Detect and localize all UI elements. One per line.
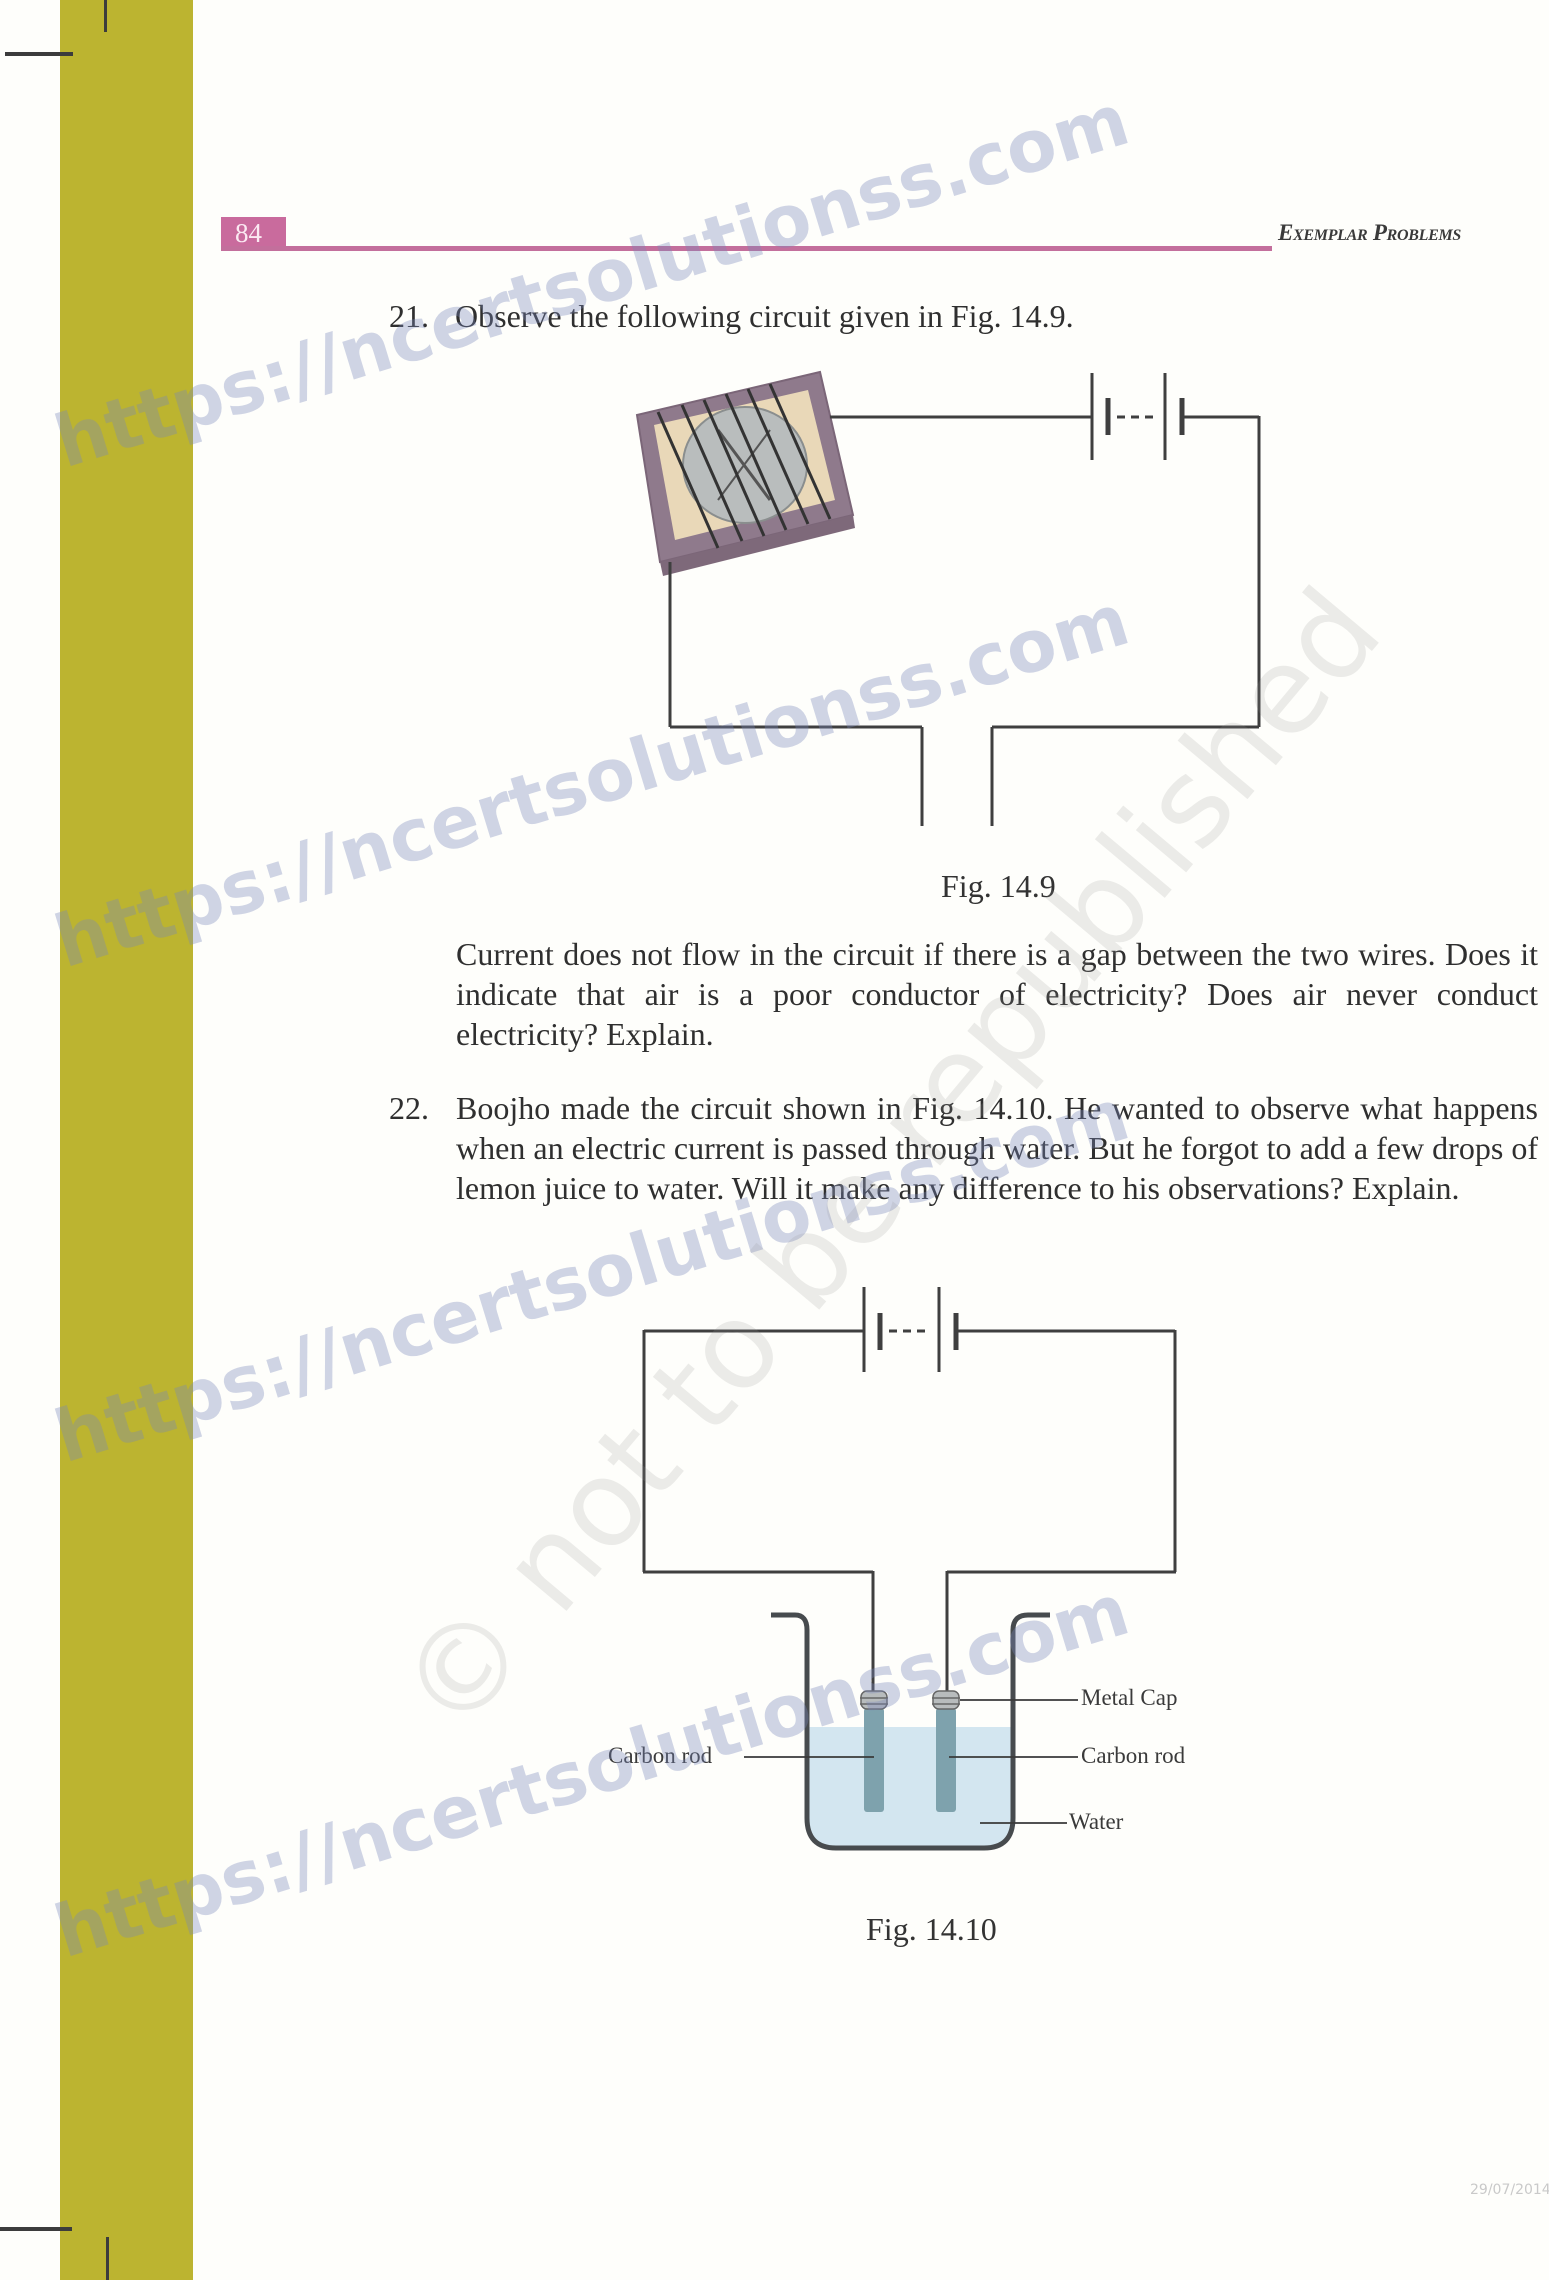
crop-mark (5, 52, 73, 56)
battery-icon (862, 1287, 959, 1372)
crop-mark (104, 0, 107, 32)
question-followup: Current does not flow in the circuit if … (456, 936, 1538, 1052)
running-head: Exemplar Problems (1278, 220, 1461, 245)
question-text: Boojho made the circuit shown in Fig. 14… (456, 1090, 1538, 1206)
margin-band (60, 0, 193, 2280)
label-carbon-rod-left: Carbon rod (608, 1743, 713, 1768)
label-metal-cap: Metal Cap (1081, 1685, 1178, 1710)
figure-caption: Fig. 14.9 (941, 868, 1056, 904)
compass-with-coil-icon (635, 370, 855, 576)
label-carbon-rod-right: Carbon rod (1081, 1743, 1186, 1768)
header-rule (221, 246, 1272, 251)
watermark: https://ncertsolutionss.com (45, 577, 1139, 984)
date-stamp: 29/07/2014 (1470, 2182, 1549, 2198)
question-number: 22. (389, 1090, 429, 1126)
figure-caption: Fig. 14.10 (866, 1911, 997, 1947)
question-number: 21. (389, 298, 429, 334)
watermark: https://ncertsolutionss.com (45, 77, 1139, 485)
crop-mark (0, 2227, 72, 2231)
page-number: 84 (221, 217, 286, 250)
label-water: Water (1069, 1809, 1124, 1834)
battery-icon (1090, 373, 1185, 460)
crop-mark (106, 2237, 109, 2280)
question-text: Observe the following circuit given in F… (455, 298, 1074, 334)
